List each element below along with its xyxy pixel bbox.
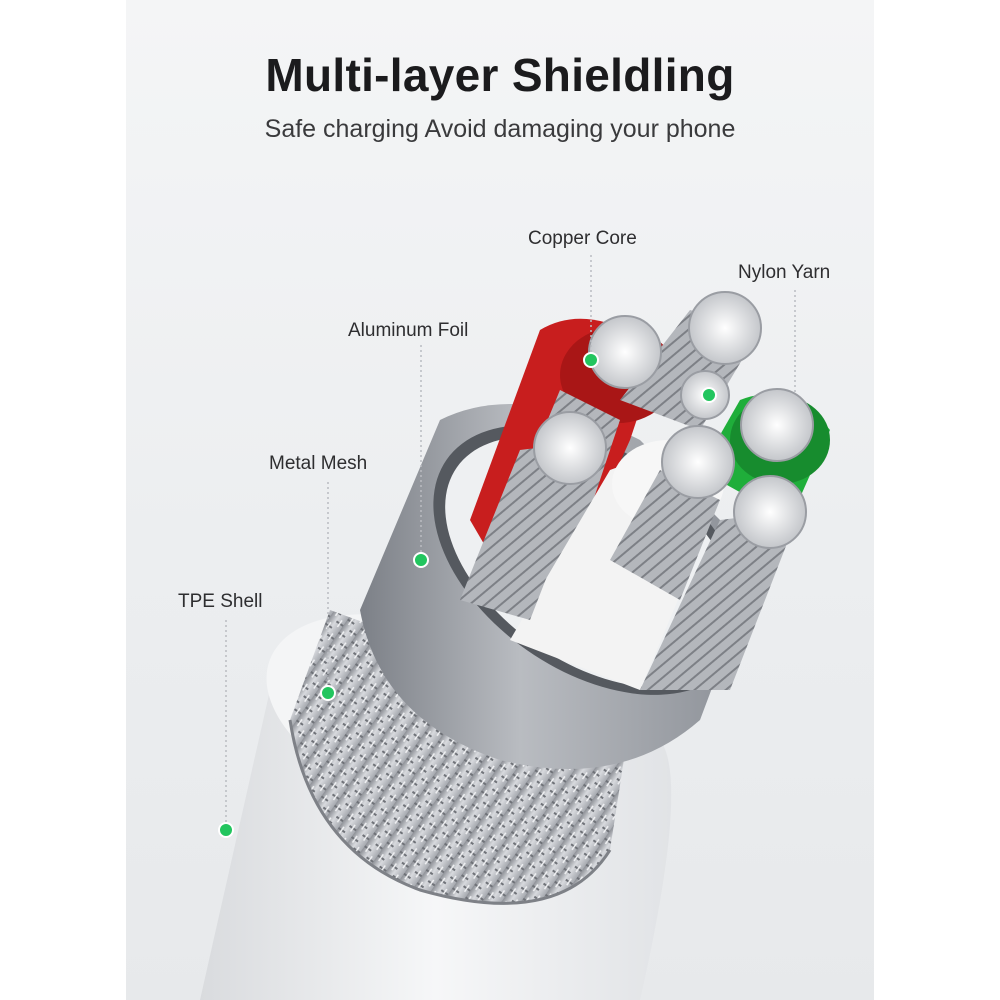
page-subtitle: Safe charging Avoid damaging your phone [264, 115, 736, 143]
metal-mesh-marker-dot [320, 685, 336, 701]
label-copper-core: Copper Core [528, 228, 637, 249]
nylon-yarn-marker-dot [701, 387, 717, 403]
label-nylon-yarn: Nylon Yarn [738, 262, 831, 283]
metal-mesh-layer [288, 610, 630, 905]
copper-core-marker-dot [583, 352, 599, 368]
label-tpe-shell: TPE Shell [178, 591, 263, 612]
white-wire [510, 440, 724, 690]
label-aluminum-foil: Aluminum Foil [348, 320, 469, 341]
label-metal-mesh: Metal Mesh [269, 453, 368, 474]
page-title: Multi-layer Shieldling [265, 49, 735, 101]
tpe-shell-marker-dot [218, 822, 234, 838]
leader-lines [225, 255, 796, 830]
aluminum-foil-marker-dot [413, 552, 429, 568]
copper-core-strands [533, 291, 814, 549]
